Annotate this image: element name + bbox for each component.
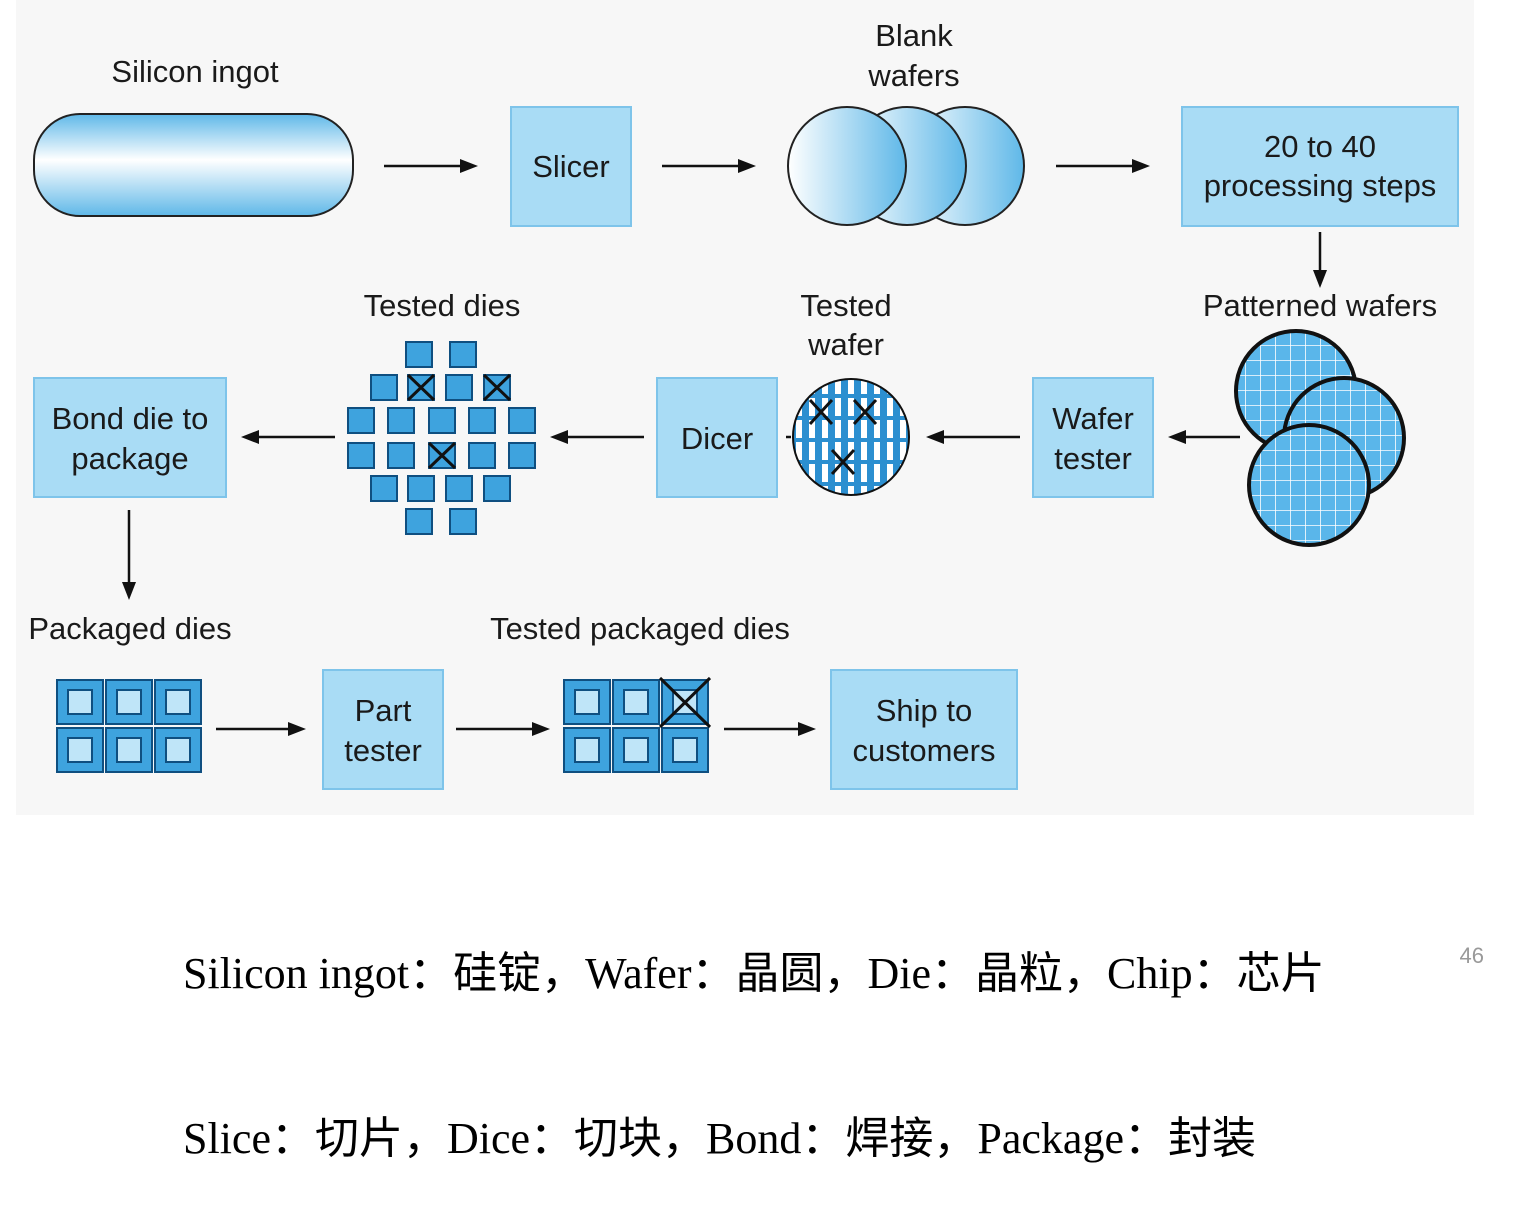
blank-wafers-icon [787, 106, 1025, 226]
part-tester-box [322, 669, 444, 790]
silicon-ingot-shape [33, 113, 354, 217]
ship-label-1: Ship to [876, 693, 973, 728]
tested-dies-label: Tested dies [364, 288, 521, 323]
tested-dies-icon [347, 341, 536, 535]
page-number: 46 [1459, 943, 1484, 968]
processing-steps-label-2: processing steps [1204, 168, 1437, 203]
tested-wafer-label-2: wafer [807, 327, 884, 362]
bond-die-label-1: Bond die to [52, 401, 209, 436]
patterned-wafers-label: Patterned wafers [1203, 288, 1437, 323]
dicer-label: Dicer [681, 421, 753, 456]
part-tester-label-2: tester [344, 733, 422, 768]
processing-steps-box [1181, 106, 1459, 227]
tested-packaged-dies-label: Tested packaged dies [490, 611, 790, 646]
wafer-tester-label-2: tester [1054, 441, 1132, 476]
wafer-tester-label-1: Wafer [1052, 401, 1134, 436]
silicon-ingot-label: Silicon ingot [111, 54, 279, 89]
patterned-wafers-icon [1234, 329, 1406, 547]
bond-die-box [33, 377, 227, 498]
slicer-box [510, 106, 632, 227]
tested-wafer-icon [792, 378, 910, 496]
wafer-tester-box [1032, 377, 1154, 498]
ship-to-customers-box [830, 669, 1018, 790]
part-tester-label-1: Part [355, 693, 412, 728]
tested-wafer-label: Tested [800, 288, 891, 323]
ship-label-2: customers [853, 733, 996, 768]
tested-packaged-dies-icon [563, 676, 712, 773]
packaged-dies-label: Packaged dies [28, 611, 231, 646]
blank-wafers-label-2: wafers [867, 58, 959, 93]
packaged-dies-icon [56, 679, 202, 773]
blank-wafers-label: Blank [875, 18, 953, 53]
glossary-line-2: Slice：切片，Dice：切块，Bond：焊接，Package：封装 [183, 1114, 1256, 1163]
slicer-label: Slicer [532, 149, 610, 184]
glossary: Silicon ingot：硅锭，Wafer：晶圆，Die：晶粒，Chip：芯片… [183, 836, 1325, 1221]
dicer-box [656, 377, 778, 498]
manufacturing-flow-diagram: Silicon ingot Blank wafers Slicer 20 to … [28, 18, 1459, 790]
glossary-line-1: Silicon ingot：硅锭，Wafer：晶圆，Die：晶粒，Chip：芯片 [183, 949, 1325, 998]
processing-steps-label-1: 20 to 40 [1264, 129, 1376, 164]
bond-die-label-2: package [71, 441, 188, 476]
